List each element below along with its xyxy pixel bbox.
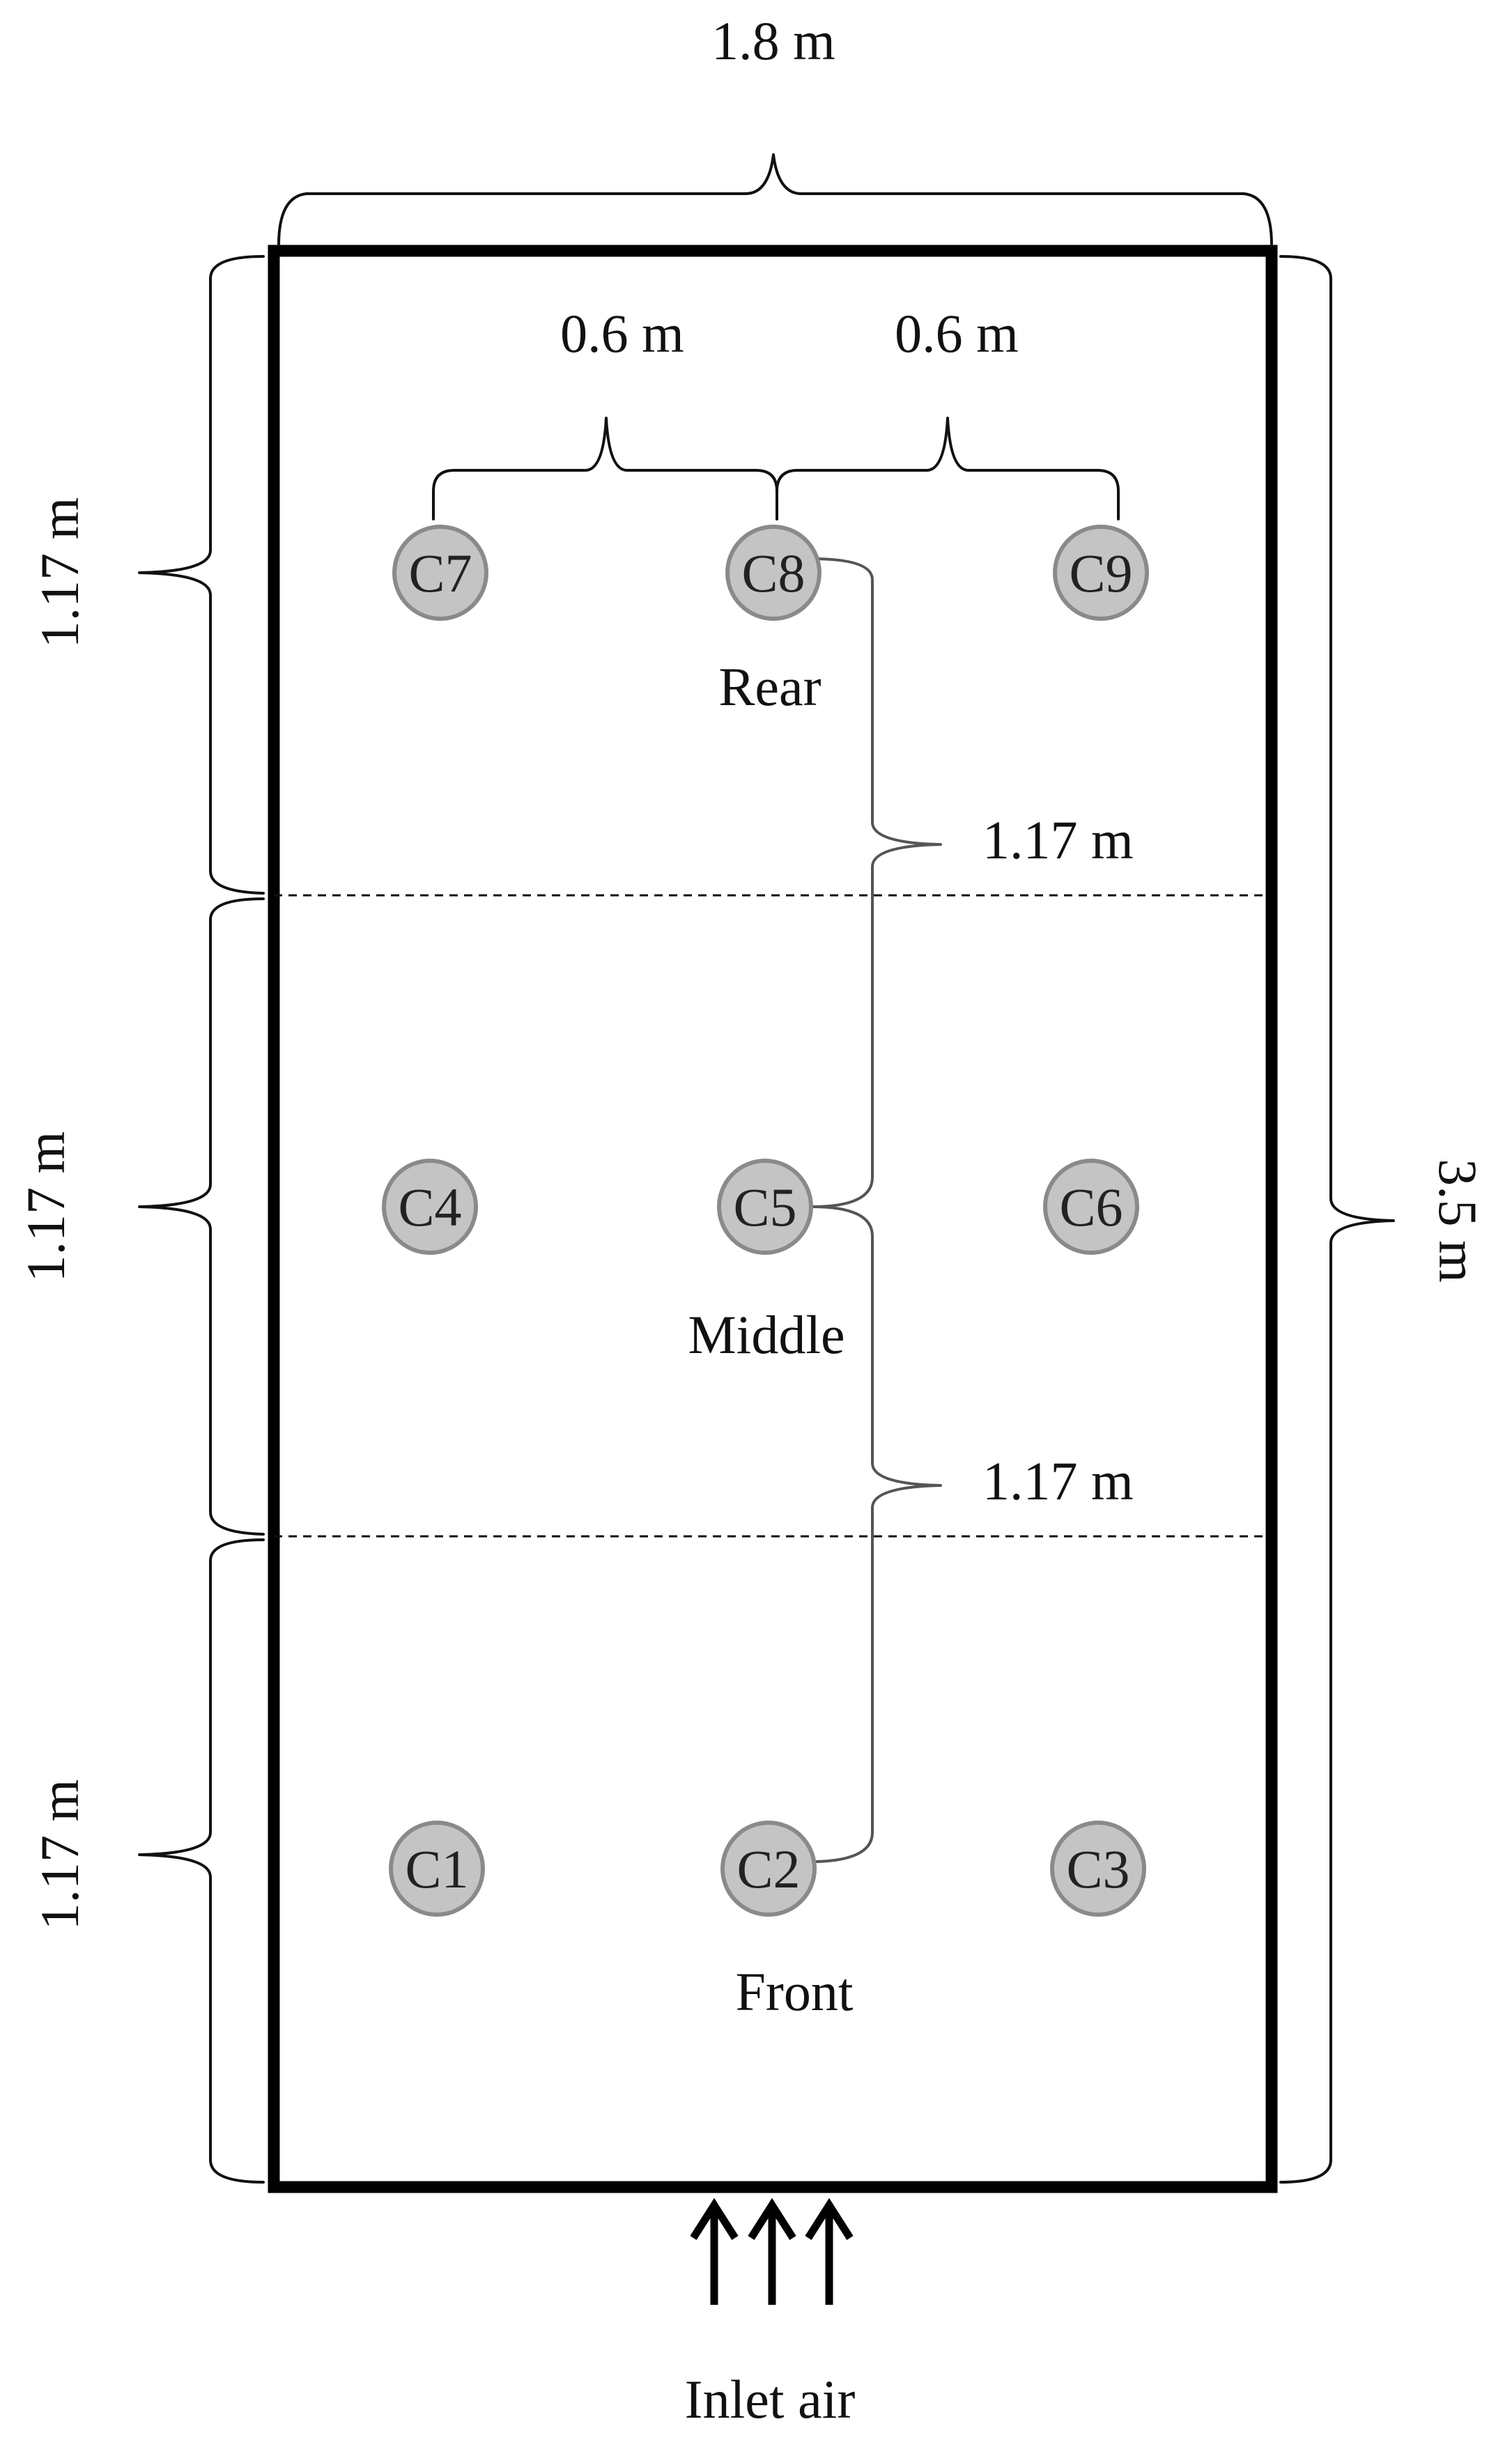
sensor-c8-marker [725, 525, 821, 621]
sensor-c6: C6 [1043, 1159, 1139, 1255]
middle-zone-brace [138, 897, 265, 1536]
middle-zone-label: 1.17 m [15, 1132, 76, 1283]
sensor-c6-label: C6 [1059, 1177, 1123, 1237]
row-spacing-brace [810, 557, 942, 1863]
sensor-c4-label: C4 [398, 1177, 461, 1237]
inlet-arrow-3 [805, 2198, 854, 2305]
sensor-c1-label: C1 [405, 1839, 468, 1899]
sensor-c4-marker [382, 1159, 478, 1255]
sensor-c6-marker [1043, 1159, 1139, 1255]
rear-zone-title: Rear [718, 656, 821, 717]
room-outline [268, 245, 1278, 2193]
sensor-c7-label: C7 [408, 543, 472, 603]
sensor-c3-marker [1050, 1821, 1146, 1917]
spacing-brace-right [776, 417, 1120, 520]
sensor-c2-marker [720, 1821, 817, 1917]
sensor-c8-label: C8 [741, 543, 805, 603]
front-zone-title: Front [735, 1961, 853, 2022]
rear-to-middle-label: 1.17 m [982, 810, 1134, 870]
middle-zone-title: Middle [688, 1304, 844, 1365]
length-brace [1279, 255, 1395, 2184]
front-zone-brace [138, 1538, 265, 2184]
sensor-c7-marker [392, 525, 488, 621]
inlet-arrows [690, 2198, 854, 2305]
rear-zone-label: 1.17 m [29, 497, 90, 649]
sensor-c5-label: C5 [733, 1177, 796, 1237]
sensor-c9: C9 [1053, 525, 1149, 621]
sensor-c7: C7 [392, 525, 488, 621]
sensor-c2-label: C2 [736, 1839, 800, 1899]
sensor-c8: C8 [725, 525, 821, 621]
inlet-air-label: Inlet air [685, 2369, 856, 2430]
spacing-brace-left [432, 417, 778, 520]
sensor-c1-marker [389, 1821, 485, 1917]
sensor-c4: C4 [382, 1159, 478, 1255]
width-brace [277, 153, 1273, 247]
sensor-c9-label: C9 [1069, 543, 1132, 603]
sensor-c1: C1 [389, 1821, 485, 1917]
spacing-right-label: 0.6 m [895, 303, 1019, 364]
sensor-c5: C5 [717, 1159, 813, 1255]
sensor-c3: C3 [1050, 1821, 1146, 1917]
sensor-c3-label: C3 [1066, 1839, 1129, 1899]
rear-zone-brace [138, 255, 265, 895]
spacing-left-label: 0.6 m [560, 303, 684, 364]
inlet-arrow-2 [748, 2198, 796, 2305]
inlet-arrow-1 [690, 2198, 739, 2305]
length-label: 3.5 m [1428, 1159, 1488, 1283]
sensor-c5-marker [717, 1159, 813, 1255]
sensor-c2: C2 [720, 1821, 817, 1917]
front-zone-label: 1.17 m [29, 1779, 90, 1931]
sensor-c9-marker [1053, 525, 1149, 621]
middle-to-front-label: 1.17 m [982, 1451, 1134, 1511]
width-label: 1.8 m [711, 10, 835, 71]
